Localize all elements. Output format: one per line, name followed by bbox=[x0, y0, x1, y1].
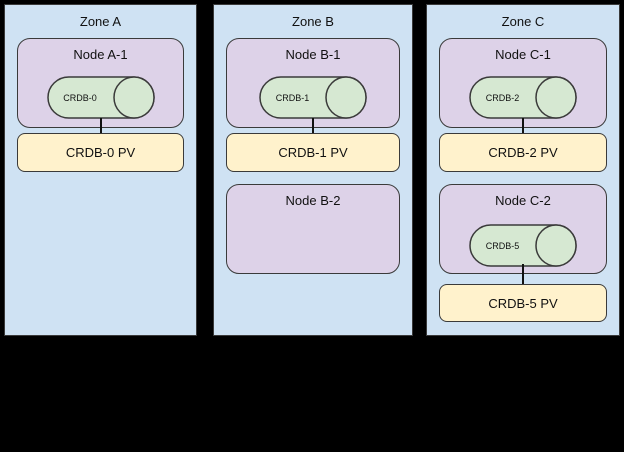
crdb-2-pod: CRDB-2 bbox=[469, 76, 577, 119]
connector-crdb-1-to-pv bbox=[312, 118, 314, 133]
crdb-2-pv-label: CRDB-2 PV bbox=[488, 145, 558, 160]
crdb-5-pod: CRDB-5 bbox=[469, 224, 577, 267]
crdb-1-pod: CRDB-1 bbox=[259, 76, 367, 119]
crdb-0-pod: CRDB-0 bbox=[46, 76, 155, 119]
node-c-1: Node C-1 CRDB-2 bbox=[439, 38, 607, 128]
crdb-5-pod-label: CRDB-5 bbox=[485, 240, 520, 251]
node-b-2: Node B-2 bbox=[226, 184, 400, 274]
zone-a: Zone A Node A-1 CRDB-0 CRDB-0 PV bbox=[4, 4, 197, 336]
crdb-0-pv-label: CRDB-0 PV bbox=[65, 145, 136, 160]
connector-crdb-5-to-pv bbox=[522, 264, 524, 284]
node-a-1: Node A-1 CRDB-0 bbox=[17, 38, 184, 128]
node-b-1: Node B-1 CRDB-1 bbox=[226, 38, 400, 128]
crdb-1-pv: CRDB-1 PV bbox=[226, 133, 400, 172]
zone-c-title: Zone C bbox=[501, 14, 545, 29]
crdb-5-pv: CRDB-5 PV bbox=[439, 284, 607, 322]
cylinder-icon bbox=[259, 76, 367, 119]
crdb-5-pv-label: CRDB-5 PV bbox=[488, 295, 558, 311]
zone-a-title: Zone A bbox=[79, 14, 122, 29]
crdb-2-pod-label: CRDB-2 bbox=[485, 92, 520, 103]
cylinder-icon bbox=[46, 76, 155, 119]
node-b-2-title: Node B-2 bbox=[285, 193, 341, 208]
zone-c: Zone C Node C-1 CRDB-2 CRDB-2 PV Node C-… bbox=[426, 4, 620, 336]
connector-crdb-0-to-pv bbox=[99, 118, 102, 133]
cylinder-icon bbox=[469, 76, 577, 119]
node-c-1-title: Node C-1 bbox=[495, 47, 551, 62]
crdb-1-pod-label: CRDB-1 bbox=[275, 92, 310, 103]
crdb-0-pod-label: CRDB-0 bbox=[63, 92, 97, 103]
node-b-1-title: Node B-1 bbox=[285, 47, 341, 62]
zone-b-title: Zone B bbox=[292, 14, 334, 29]
connector-crdb-2-to-pv bbox=[522, 118, 524, 133]
crdb-0-pv: CRDB-0 PV bbox=[17, 133, 184, 172]
node-a-1-title: Node A-1 bbox=[73, 47, 128, 62]
crdb-2-pv: CRDB-2 PV bbox=[439, 133, 607, 172]
node-c-2-title: Node C-2 bbox=[495, 193, 551, 208]
cylinder-icon bbox=[469, 224, 577, 267]
node-c-2: Node C-2 CRDB-5 bbox=[439, 184, 607, 274]
crdb-1-pv-label: CRDB-1 PV bbox=[278, 145, 348, 160]
zone-b: Zone B Node B-1 CRDB-1 CRDB-1 PV Node B-… bbox=[213, 4, 413, 336]
